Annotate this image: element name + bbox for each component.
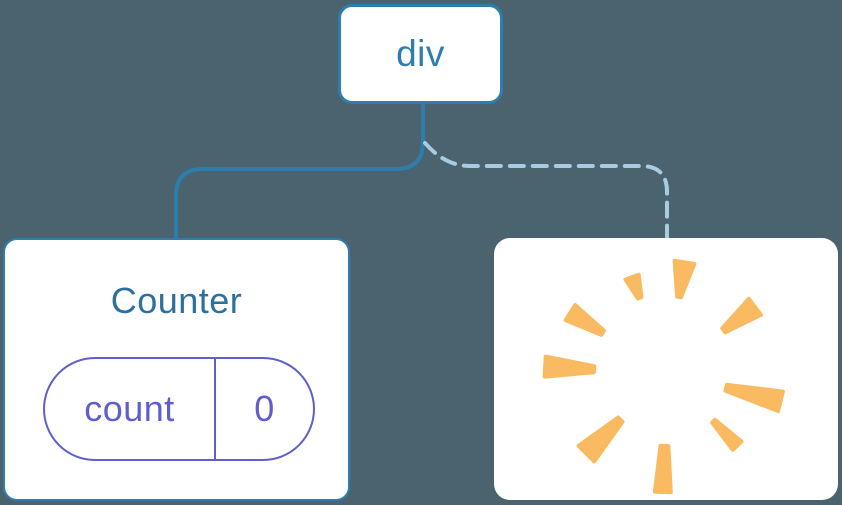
poof-ray [563, 303, 606, 337]
poof-ray [542, 354, 597, 379]
state-pill-key-section: count [45, 359, 216, 459]
node-removed [494, 238, 838, 500]
state-key-label: count [84, 388, 175, 429]
poof-ray [652, 443, 673, 495]
poof-ray [623, 272, 644, 301]
state-pill-value-section: 0 [216, 359, 313, 459]
node-counter: Counter count 0 [3, 238, 350, 501]
poof-ray [672, 258, 697, 300]
poof-ray [576, 415, 625, 464]
solid-connector-line [174, 100, 425, 242]
counter-title: Counter [110, 280, 243, 321]
poof-icon [542, 258, 785, 495]
state-pill: count 0 [43, 357, 315, 461]
poof-ray [723, 382, 785, 413]
node-div-label: div [396, 33, 445, 74]
node-div: div [338, 4, 503, 104]
poof-ray [720, 296, 763, 335]
poof-ray [710, 417, 744, 452]
dashed-connector-line [423, 141, 669, 242]
state-value-label: 0 [254, 388, 275, 429]
